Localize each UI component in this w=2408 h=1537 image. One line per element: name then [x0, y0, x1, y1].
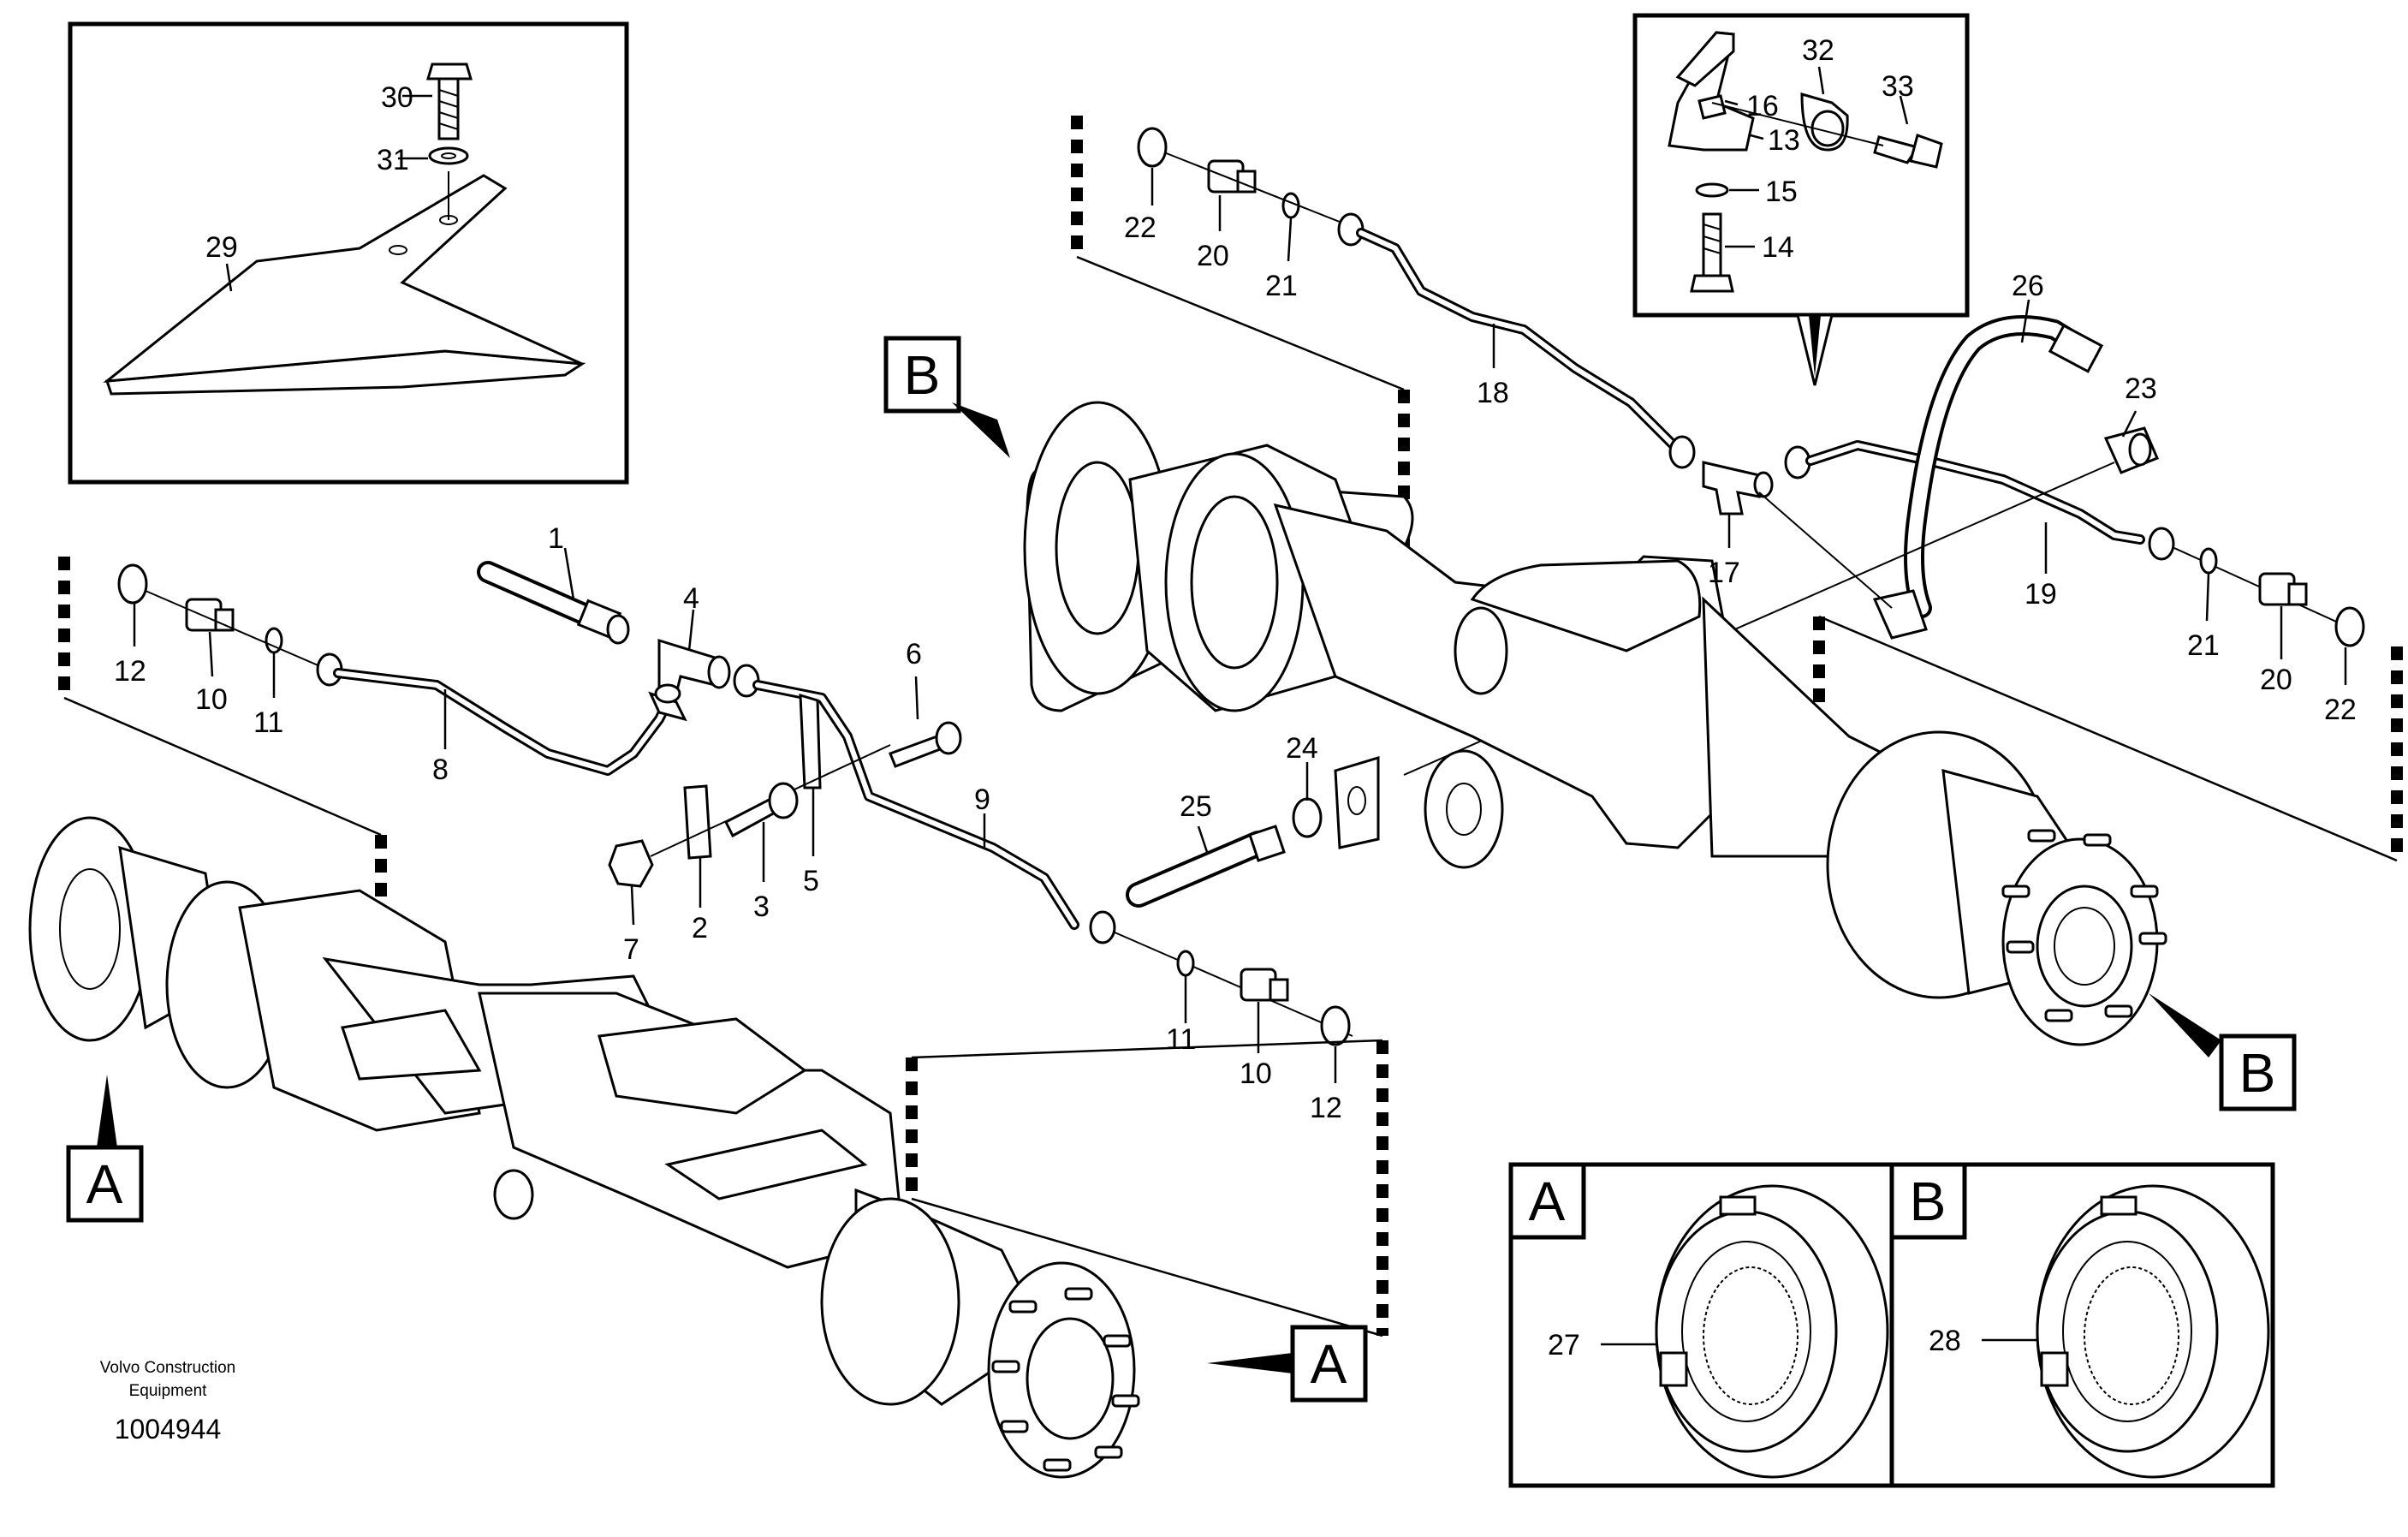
brake-ring-28 [2036, 1184, 2270, 1479]
drawing-number: 1004944 [115, 1414, 222, 1445]
label-12b: 12 [1310, 1092, 1342, 1124]
label-10b: 10 [1240, 1057, 1272, 1090]
clamp-32 [1800, 92, 1849, 152]
label-7: 7 [623, 933, 639, 966]
label-30: 30 [381, 81, 413, 114]
label-12a: 12 [114, 655, 146, 688]
label-21a: 21 [1265, 270, 1298, 302]
o-ring-22 [1137, 127, 1168, 168]
bolt-30 [425, 63, 473, 140]
svg-text:A: A [86, 1153, 123, 1215]
label-9: 9 [974, 783, 990, 816]
wheel-studs-rear [2001, 829, 2167, 1022]
svg-text:B: B [904, 344, 941, 406]
rear-axle [1023, 401, 2167, 1046]
label-2: 2 [692, 912, 708, 944]
label-32: 32 [1802, 34, 1834, 67]
label-20b: 20 [2260, 664, 2292, 696]
label-22b: 22 [2324, 694, 2357, 726]
callout-b-right: B [2149, 993, 2297, 1111]
o-ring-12 [117, 563, 148, 605]
label-21b: 21 [2187, 629, 2220, 662]
inset-plate-detail [68, 21, 629, 485]
svg-text:B: B [1910, 1171, 1947, 1232]
label-5: 5 [803, 865, 819, 897]
plate-2 [683, 784, 712, 860]
label-27: 27 [1548, 1329, 1580, 1361]
label-4: 4 [683, 582, 699, 615]
o-ring-22b [2334, 606, 2365, 647]
credit-line-2: Equipment [129, 1382, 208, 1400]
o-ring-21b [2199, 547, 2218, 575]
tee-fitting-17 [1702, 461, 1774, 515]
o-ring-12b [1320, 1005, 1351, 1046]
bolt-33 [1873, 134, 1943, 169]
label-17: 17 [1708, 557, 1740, 589]
left-brake-piping [58, 547, 1388, 1337]
front-hub-right [820, 1197, 960, 1406]
nut-16 [1697, 94, 1727, 120]
label-13: 13 [1768, 124, 1800, 157]
label-25: 25 [1180, 790, 1212, 823]
right-brake-piping [1071, 116, 2403, 862]
adapter-20 [1207, 159, 1257, 194]
clamp-bracket-5 [799, 693, 822, 789]
label-29: 29 [205, 231, 238, 264]
bolt-3 [723, 782, 799, 838]
label-10a: 10 [195, 683, 228, 716]
label-6: 6 [906, 638, 922, 670]
callout-a-right: A [1207, 1325, 1368, 1403]
callout-a-left: A [66, 1075, 144, 1223]
nut-7 [608, 839, 654, 888]
drawing-credit: Volvo Construction Equipment 1004944 [100, 1359, 235, 1445]
credit-line-1: Volvo Construction [100, 1359, 235, 1377]
tee-fitting-4 [654, 638, 731, 704]
label-11b: 11 [1166, 1023, 1196, 1056]
label-26: 26 [2012, 270, 2044, 302]
label-19: 19 [2025, 578, 2057, 611]
washer-15 [1695, 182, 1729, 198]
pinion-flange [1454, 606, 1508, 695]
label-33: 33 [1882, 70, 1914, 103]
svg-text:A: A [1311, 1333, 1347, 1395]
label-28: 28 [1929, 1325, 1961, 1357]
o-ring-11b [1176, 950, 1195, 977]
driveshaft-parts [1126, 755, 1380, 908]
bolt-6 [889, 721, 962, 768]
label-1: 1 [548, 522, 564, 555]
brake-ring-27 [1655, 1184, 1889, 1479]
wheel-studs-front [991, 1287, 1140, 1472]
label-31: 31 [377, 144, 409, 176]
callout-b-top: B [883, 336, 1010, 458]
label-23: 23 [2125, 372, 2157, 405]
inset-bracket-detail [1632, 13, 1970, 386]
adapter-10 [185, 598, 235, 632]
label-24: 24 [1286, 732, 1318, 765]
front-axle [28, 816, 1140, 1479]
label-18: 18 [1477, 377, 1509, 409]
svg-text:B: B [2239, 1042, 2276, 1104]
label-20a: 20 [1197, 240, 1229, 272]
elbow-23 [2103, 426, 2159, 474]
label-15: 15 [1765, 176, 1798, 208]
adapter-20b [2258, 572, 2308, 606]
pinion-yoke [1424, 749, 1504, 869]
label-16: 16 [1746, 90, 1779, 122]
adapter-10b [1240, 968, 1289, 1002]
label-22a: 22 [1124, 211, 1156, 244]
brake-ring-detail-box: A B [1508, 1162, 2275, 1488]
svg-text:A: A [1529, 1171, 1566, 1232]
washer-31 [428, 146, 469, 165]
seal-24 [1292, 797, 1323, 838]
label-14: 14 [1762, 231, 1794, 264]
label-3: 3 [753, 891, 770, 923]
label-8: 8 [432, 754, 449, 786]
bolt-14 [1690, 212, 1734, 293]
part-number-labels: 30 31 29 32 33 16 13 15 14 22 20 21 18 1… [114, 34, 2357, 1361]
label-11a: 11 [253, 706, 283, 739]
